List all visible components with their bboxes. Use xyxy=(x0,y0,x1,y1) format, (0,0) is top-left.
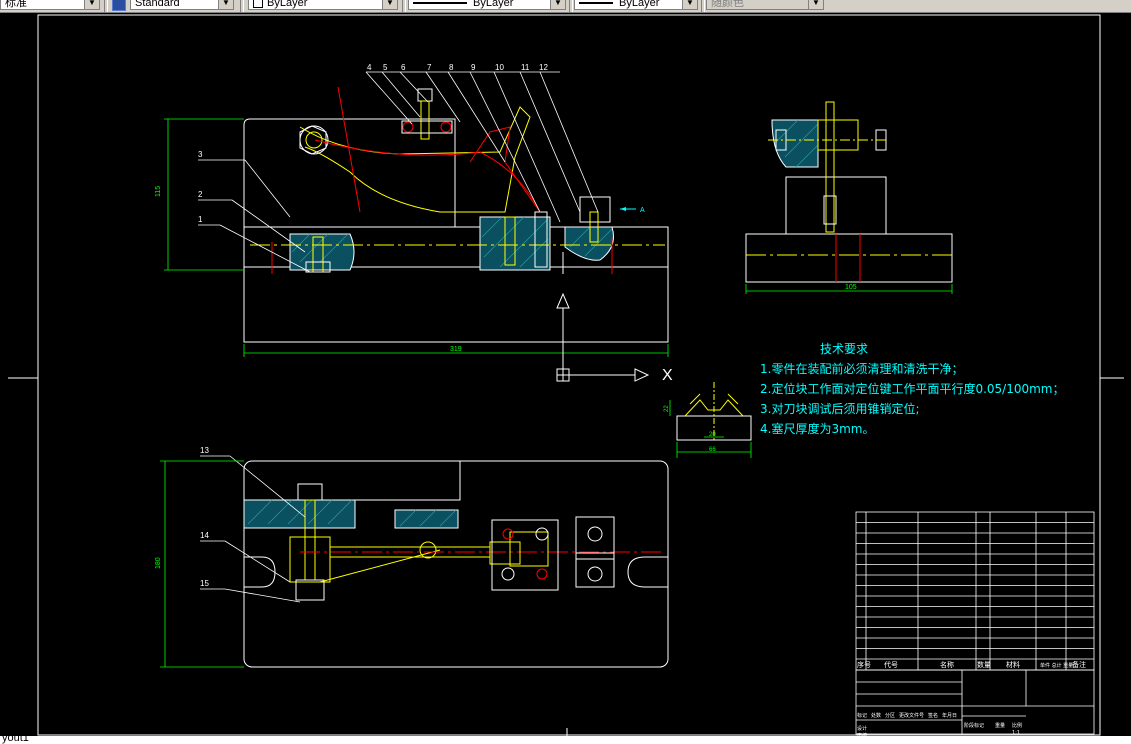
tech-req-item: 4.塞尺厚度为3mm。 xyxy=(760,421,874,436)
part-number-labels: 4 5 6 7 8 9 10 11 12 3 2 1 xyxy=(198,63,548,224)
part-label: 2 xyxy=(198,190,203,199)
title-block-text: 序号 代号 名称 数量 材料 单件 总计 重量 备注 标记 处数 分区 更改文件… xyxy=(857,660,1086,736)
part-label: 7 xyxy=(427,63,432,72)
revision-label: 分区 xyxy=(885,712,895,719)
part-label: 1 xyxy=(198,215,203,224)
chevron-down-icon[interactable]: ▼ xyxy=(84,0,99,9)
col-note: 备注 xyxy=(1072,660,1086,669)
command-text: yout1 xyxy=(2,736,29,744)
color-square-icon xyxy=(253,0,263,9)
chevron-down-icon[interactable]: ▼ xyxy=(550,0,565,9)
part-label: 5 xyxy=(383,63,388,72)
part-label: 9 xyxy=(471,63,476,72)
text-style-select[interactable]: 标准 ▼ xyxy=(0,0,100,10)
stage-label: 重量 xyxy=(995,722,1005,729)
text-style-value: 标准 xyxy=(5,0,27,9)
part-label: 15 xyxy=(200,579,209,588)
part-label: 6 xyxy=(401,63,406,72)
detail-inner-dim: 20 xyxy=(709,432,716,438)
part-label: 12 xyxy=(539,63,548,72)
part-label: 13 xyxy=(200,446,209,455)
side-width-dim: 105 xyxy=(845,284,857,291)
plan-view: 180 13 14 15 xyxy=(155,446,669,668)
tech-req-item: 1.零件在装配前必须清理和清洗干净； xyxy=(760,361,963,376)
plot-style-select[interactable]: 随颜色 ▼ xyxy=(706,0,824,10)
dim-style-select[interactable]: Standard ▼ xyxy=(130,0,234,10)
lineweight-value: ByLayer xyxy=(619,0,660,9)
side-view: 105 xyxy=(745,101,953,294)
revision-label: 标记 xyxy=(857,712,867,719)
detail-view: 20 66 22 xyxy=(664,382,752,458)
chevron-down-icon[interactable]: ▼ xyxy=(808,0,823,9)
toolbar-separator xyxy=(104,0,108,12)
ucs-x-label: X xyxy=(662,367,673,384)
stage-label: 比例 xyxy=(1012,722,1022,729)
linetype-select[interactable]: ByLayer ▼ xyxy=(408,0,566,10)
plot-style-value: 随颜色 xyxy=(711,0,744,9)
dim-style-value: Standard xyxy=(135,0,180,9)
detail-outer-dim: 66 xyxy=(709,447,716,453)
layer-value: ByLayer xyxy=(267,0,308,9)
front-view: 319 115 A xyxy=(155,71,669,357)
view-marker-a: A xyxy=(640,207,645,214)
col-qty: 数量 xyxy=(977,660,991,669)
revision-label: 更改文件号 xyxy=(899,712,924,719)
plan-height-dim: 180 xyxy=(155,557,162,569)
toolbar-separator xyxy=(569,0,573,12)
col-code: 代号 xyxy=(884,660,898,669)
row-label: 设计 xyxy=(857,725,867,732)
toolbar-separator xyxy=(402,0,406,12)
part-label: 14 xyxy=(200,531,209,540)
linetype-swatch xyxy=(413,2,467,5)
col-material: 材料 xyxy=(1006,660,1020,669)
chevron-down-icon[interactable]: ▼ xyxy=(682,0,697,9)
part-label: 10 xyxy=(495,63,504,72)
lineweight-swatch xyxy=(579,2,613,5)
tech-req-item: 3.对刀块调试后须用锥销定位; xyxy=(760,401,920,416)
dimension-style-icon[interactable] xyxy=(112,0,126,11)
detail-height-dim: 22 xyxy=(664,405,670,412)
part-label: 11 xyxy=(521,63,530,72)
part-label: 3 xyxy=(198,150,203,159)
col-weight: 单件 总计 重量 xyxy=(1040,662,1073,669)
tech-req-item: 2.定位块工作面对定位键工作平面平行度0.05/100mm； xyxy=(760,381,1065,396)
front-height-dim: 115 xyxy=(155,186,162,197)
layer-select[interactable]: ByLayer ▼ xyxy=(248,0,398,10)
chevron-down-icon[interactable]: ▼ xyxy=(218,0,233,9)
lineweight-select[interactable]: ByLayer ▼ xyxy=(574,0,698,10)
col-seq: 序号 xyxy=(857,660,871,669)
ucs-icon: X xyxy=(556,308,673,384)
toolbar-separator xyxy=(701,0,705,12)
revision-label: 签名 xyxy=(928,712,938,719)
col-name: 名称 xyxy=(940,660,954,669)
part-label: 4 xyxy=(367,63,372,72)
scale-value: 1:1 xyxy=(1012,730,1020,736)
linetype-value: ByLayer xyxy=(473,0,514,9)
front-width-dim: 319 xyxy=(450,346,462,353)
revision-label: 处数 xyxy=(871,712,881,719)
chevron-down-icon[interactable]: ▼ xyxy=(382,0,397,9)
technical-requirements: 技术要求 1.零件在装配前必须清理和清洗干净； 2.定位块工作面对定位键工作平面… xyxy=(760,342,1065,436)
revision-label: 年月日 xyxy=(942,712,957,719)
part-label: 8 xyxy=(449,63,454,72)
properties-toolbar: 标准 ▼ Standard ▼ ByLayer ▼ ByLayer ▼ ByLa… xyxy=(0,0,1131,13)
drawing-canvas[interactable]: 319 115 A 4 5 6 7 8 9 10 11 12 3 2 1 xyxy=(0,12,1131,736)
row-label: 审核 xyxy=(857,732,867,736)
drawing-border xyxy=(8,14,1124,736)
toolbar-separator xyxy=(240,0,244,12)
stage-label: 阶段标记 xyxy=(964,722,984,729)
tech-req-title: 技术要求 xyxy=(820,342,868,356)
command-line[interactable]: yout1 xyxy=(0,736,1131,744)
title-block xyxy=(855,511,1095,735)
